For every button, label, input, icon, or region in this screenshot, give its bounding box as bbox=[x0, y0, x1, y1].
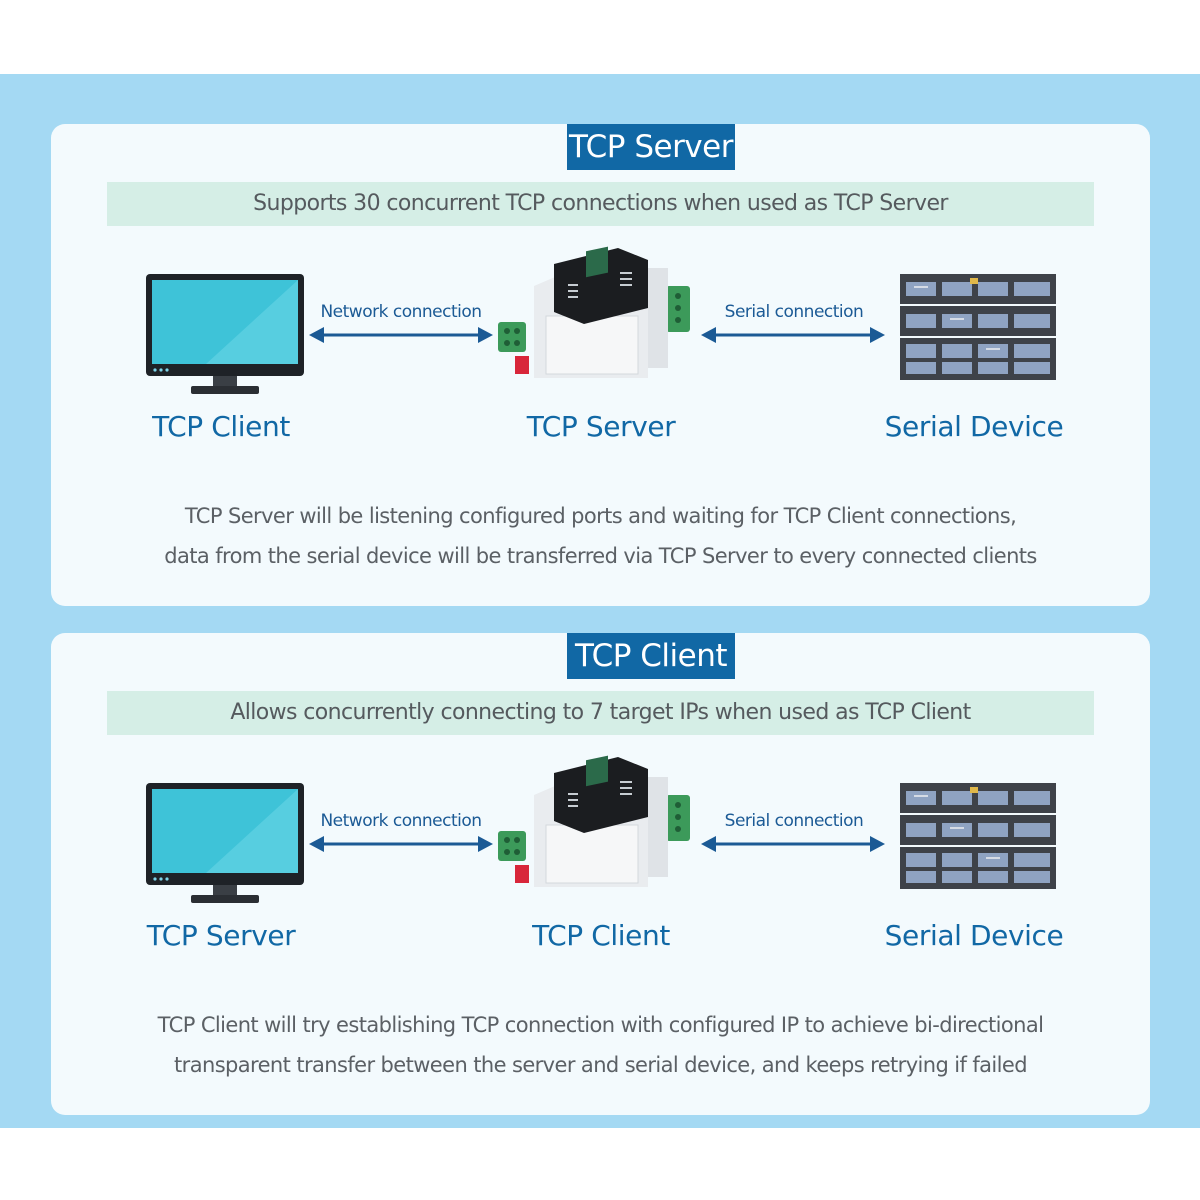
double-arrow-icon bbox=[701, 323, 885, 347]
network-connection-label: Network connection bbox=[320, 302, 482, 322]
serial-to-ethernet-device-icon bbox=[498, 755, 694, 905]
double-arrow-icon bbox=[309, 832, 493, 856]
node-label-middle: TCP Server bbox=[526, 410, 676, 443]
panel-tcp-server-mode: TCP Server Supports 30 concurrent TCP co… bbox=[51, 124, 1150, 606]
node-label-right: Serial Device bbox=[884, 919, 1064, 952]
node-label-right: Serial Device bbox=[884, 410, 1064, 443]
panel-description: TCP Server will be listening configured … bbox=[111, 496, 1090, 576]
panel-description: TCP Client will try establishing TCP con… bbox=[111, 1005, 1090, 1085]
panel-tcp-client-mode: TCP Client Allows concurrently connectin… bbox=[51, 633, 1150, 1115]
description-line: data from the serial device will be tran… bbox=[164, 544, 1037, 568]
serial-to-ethernet-device-icon bbox=[498, 246, 694, 396]
double-arrow-icon bbox=[701, 832, 885, 856]
monitor-icon bbox=[146, 274, 304, 396]
panel-subtitle: Allows concurrently connecting to 7 targ… bbox=[107, 691, 1094, 735]
description-line: transparent transfer between the server … bbox=[174, 1053, 1028, 1077]
description-line: TCP Server will be listening configured … bbox=[184, 504, 1017, 528]
server-rack-icon bbox=[900, 783, 1056, 889]
node-label-middle: TCP Client bbox=[532, 919, 670, 952]
panel-subtitle: Supports 30 concurrent TCP connections w… bbox=[107, 182, 1094, 226]
panel-title: TCP Client bbox=[567, 633, 735, 679]
description-line: TCP Client will try establishing TCP con… bbox=[157, 1013, 1044, 1037]
panel-title: TCP Server bbox=[567, 124, 735, 170]
server-rack-icon bbox=[900, 274, 1056, 380]
double-arrow-icon bbox=[309, 323, 493, 347]
serial-connection-label: Serial connection bbox=[724, 302, 864, 322]
network-connection-label: Network connection bbox=[320, 811, 482, 831]
monitor-icon bbox=[146, 783, 304, 905]
node-label-left: TCP Client bbox=[152, 410, 290, 443]
serial-connection-label: Serial connection bbox=[724, 811, 864, 831]
node-label-left: TCP Server bbox=[146, 919, 296, 952]
